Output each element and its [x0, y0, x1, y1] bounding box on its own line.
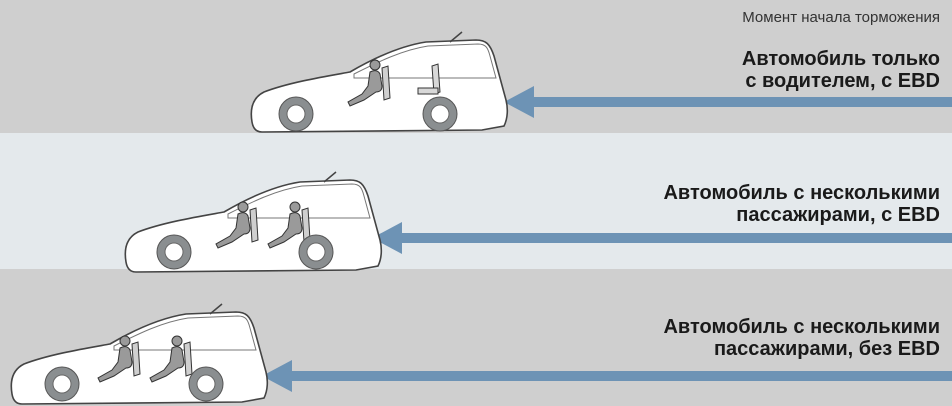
row-label-3-line1: Автомобиль с несколькими [663, 316, 940, 338]
row-label-2: Автомобиль с несколькими пассажирами, с … [663, 182, 940, 226]
row-label-3: Автомобиль с несколькими пассажирами, бе… [663, 316, 940, 360]
row-label-3-line2: пассажирами, без EBD [713, 338, 940, 360]
row-label-2-line2: пассажирами, с EBD [736, 204, 940, 226]
braking-arrow-2 [372, 222, 952, 254]
row-label-1: Автомобиль только с водителем, с EBD [742, 48, 940, 92]
braking-arrow-1 [504, 86, 952, 118]
braking-arrow-3 [262, 360, 952, 392]
row-label-1-line1: Автомобиль только [741, 48, 940, 70]
row-label-1-line2: с водителем, с EBD [745, 70, 940, 92]
braking-start-label: Момент начала торможения [742, 9, 940, 26]
car-with-passengers-ebd [124, 171, 383, 273]
row-label-2-line1: Автомобиль с несколькими [663, 182, 940, 204]
car-with-passengers-no-ebd [10, 303, 269, 405]
car-driver-only [250, 31, 509, 133]
